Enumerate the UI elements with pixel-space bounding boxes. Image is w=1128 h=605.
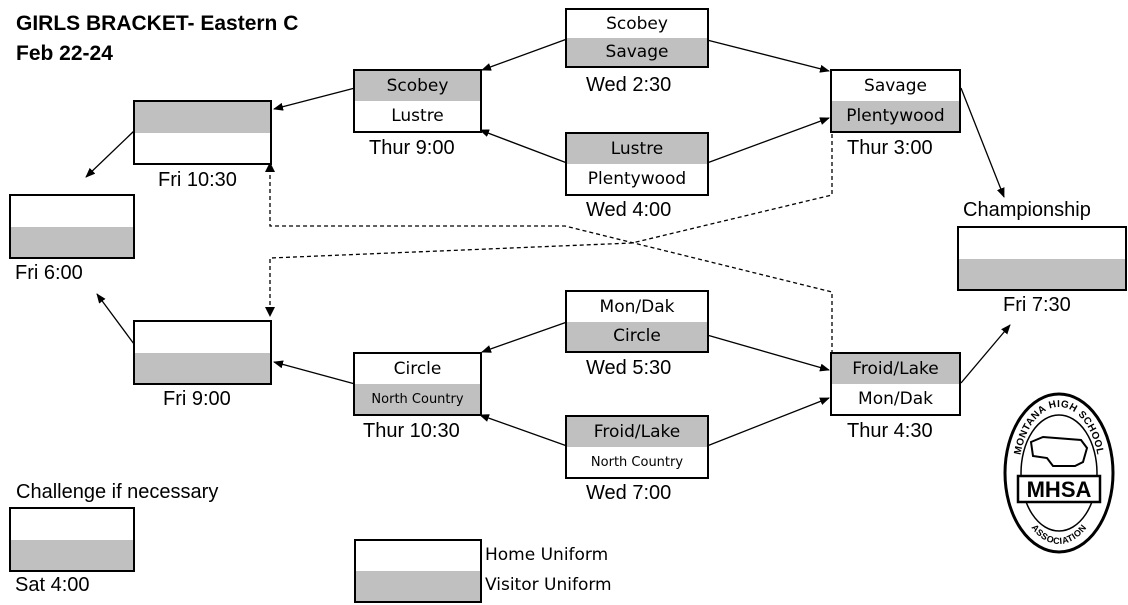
visitor-team: Froid/Lake bbox=[832, 354, 959, 385]
championship-label: Championship bbox=[963, 199, 1091, 221]
game-box-wed3: Mon/Dak Circle bbox=[565, 290, 709, 353]
home-team: Circle bbox=[355, 354, 480, 385]
home-team: Mon/Dak bbox=[832, 384, 959, 414]
home-team: Lustre bbox=[355, 101, 480, 131]
game-time: Wed 2:30 bbox=[586, 74, 672, 96]
game-time: Thur 10:30 bbox=[363, 420, 460, 442]
home-team: North Country bbox=[567, 447, 707, 477]
game-time: Fri 6:00 bbox=[15, 262, 83, 284]
game-box-thur4: Froid/Lake Mon/Dak bbox=[830, 352, 961, 416]
game-box-championship bbox=[957, 226, 1127, 291]
mhsa-logo: MONTANA HIGH SCHOOL MHSA ASSOCIATION bbox=[1003, 392, 1115, 554]
visitor-team bbox=[11, 226, 133, 257]
game-box-wed1: Scobey Savage bbox=[565, 8, 709, 68]
legend-home-label: Home Uniform bbox=[485, 545, 609, 565]
legend-box bbox=[354, 539, 482, 603]
loser-path-dashed bbox=[269, 134, 833, 305]
game-time: Wed 5:30 bbox=[586, 357, 672, 379]
connector-line bbox=[273, 360, 356, 385]
game-box-wed4: Froid/Lake North Country bbox=[565, 415, 709, 479]
game-box-thur1: Scobey Lustre bbox=[353, 69, 482, 133]
bracket-dates: Feb 22-24 bbox=[16, 42, 113, 65]
connector-line bbox=[706, 397, 830, 447]
game-time: Fri 10:30 bbox=[158, 169, 237, 191]
connector-line bbox=[96, 293, 135, 345]
loser-path-dashed bbox=[269, 172, 833, 354]
bracket-title: GIRLS BRACKET- Eastern C bbox=[16, 12, 299, 35]
legend-home-swatch bbox=[356, 541, 480, 572]
home-team: Scobey bbox=[567, 10, 707, 39]
home-team: Plentywood bbox=[567, 164, 707, 194]
game-box-wed2: Lustre Plentywood bbox=[565, 132, 709, 196]
arrowhead bbox=[265, 162, 275, 172]
game-time: Wed 7:00 bbox=[586, 482, 672, 504]
game-box-fri600 bbox=[9, 194, 135, 259]
visitor-team: Lustre bbox=[567, 134, 707, 165]
game-time: Thur 4:30 bbox=[847, 420, 933, 442]
game-time: Fri 9:00 bbox=[163, 388, 231, 410]
home-team: Savage bbox=[832, 71, 959, 102]
connector-line bbox=[481, 38, 568, 71]
connector-line bbox=[706, 39, 830, 73]
visitor-team bbox=[959, 258, 1125, 289]
connector-line bbox=[85, 130, 135, 178]
connector-line bbox=[960, 324, 1011, 384]
visitor-team: Circle bbox=[567, 321, 707, 351]
visitor-team bbox=[135, 102, 270, 134]
home-team bbox=[135, 322, 270, 354]
montana-outline-icon bbox=[1029, 435, 1089, 467]
logo-banner bbox=[1016, 474, 1102, 504]
game-time: Thur 3:00 bbox=[847, 137, 933, 159]
home-team bbox=[135, 132, 270, 163]
home-team: Mon/Dak bbox=[567, 292, 707, 323]
game-time: Fri 7:30 bbox=[1003, 294, 1071, 316]
visitor-team bbox=[135, 352, 270, 383]
connector-line bbox=[479, 129, 568, 164]
connector-line bbox=[481, 321, 568, 353]
legend-visitor-label: Visitor Uniform bbox=[485, 575, 612, 595]
connector-line bbox=[706, 117, 830, 164]
connector-line bbox=[706, 334, 830, 372]
home-team bbox=[11, 196, 133, 228]
challenge-label: Challenge if necessary bbox=[16, 481, 219, 503]
visitor-team: North Country bbox=[355, 384, 480, 414]
game-box-thur2: Savage Plentywood bbox=[830, 69, 961, 133]
game-box-fri1030 bbox=[133, 100, 272, 165]
connector-line bbox=[960, 87, 1005, 198]
home-team bbox=[11, 509, 133, 541]
game-time: Thur 9:00 bbox=[369, 137, 455, 159]
logo-mid-text: MHSA bbox=[1027, 477, 1092, 502]
logo-inner-ring bbox=[1020, 414, 1098, 532]
game-box-fri900 bbox=[133, 320, 272, 385]
visitor-team bbox=[11, 539, 133, 570]
game-box-challenge bbox=[9, 507, 135, 572]
connector-line bbox=[273, 87, 356, 111]
arrowhead bbox=[265, 307, 275, 317]
game-time: Wed 4:00 bbox=[586, 199, 672, 221]
legend-visitor-swatch bbox=[356, 571, 480, 601]
home-team bbox=[959, 228, 1125, 260]
visitor-team: Scobey bbox=[355, 71, 480, 102]
connector-line bbox=[479, 414, 568, 447]
game-time: Sat 4:00 bbox=[15, 574, 90, 596]
game-box-thur3: Circle North Country bbox=[353, 352, 482, 416]
visitor-team: Froid/Lake bbox=[567, 417, 707, 448]
visitor-team: Savage bbox=[567, 38, 707, 66]
visitor-team: Plentywood bbox=[832, 101, 959, 131]
